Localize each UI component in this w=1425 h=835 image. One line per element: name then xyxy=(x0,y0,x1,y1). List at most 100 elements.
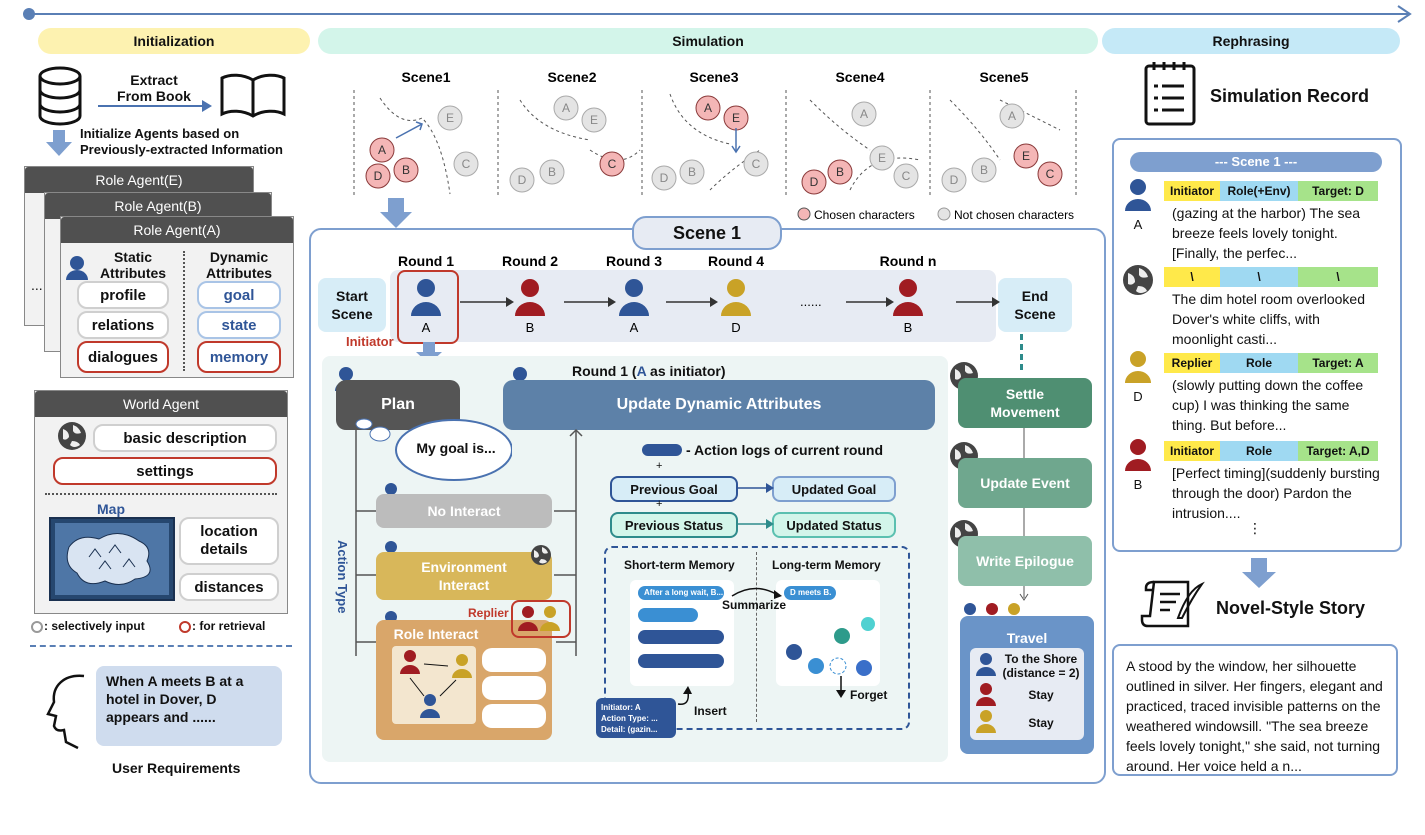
log-line: Initiator: A xyxy=(601,703,641,712)
character-node xyxy=(941,167,967,193)
round-character: D xyxy=(731,320,740,335)
action-type-label: Action Type xyxy=(335,540,350,614)
environment-interact-box: Environment Interact xyxy=(376,552,552,600)
update-arrows xyxy=(736,483,774,529)
round-label: Round 4 xyxy=(708,253,764,269)
character-node xyxy=(1013,143,1039,169)
world-connector xyxy=(1019,428,1029,601)
round-character: B xyxy=(904,320,913,335)
person-icon: B xyxy=(1122,438,1154,492)
round-person-body xyxy=(893,302,923,316)
round-character: A xyxy=(630,320,639,335)
round-character: B xyxy=(526,320,535,335)
settings-pill: settings xyxy=(53,457,277,485)
character-node xyxy=(651,165,677,191)
round-character: A xyxy=(422,320,431,335)
scroll-quill-icon xyxy=(1140,580,1205,628)
record-text: The dim hotel room overlooked Dover's wh… xyxy=(1172,291,1365,347)
round-label: Round 1 xyxy=(398,253,454,269)
user-requirements-label: User Requirements xyxy=(112,760,241,776)
record-text: (gazing at the harbor) The sea breeze fe… xyxy=(1172,205,1361,261)
round-arrowhead xyxy=(710,297,718,307)
character-node-label: D xyxy=(950,173,959,187)
action-logs-label: - Action logs of current round xyxy=(686,442,884,458)
character-node xyxy=(801,169,827,195)
update-event-box: Update Event xyxy=(958,458,1092,508)
ltm-entry: D meets B. xyxy=(784,586,836,600)
no-interact-box: No Interact xyxy=(376,494,552,528)
globe-icon xyxy=(531,545,551,565)
scene-label: Scene5 xyxy=(979,69,1028,85)
person-icon: D xyxy=(1122,350,1154,404)
character-node xyxy=(581,107,607,133)
character-node-label: B xyxy=(548,165,556,179)
round-ellipsis: ...... xyxy=(800,294,822,309)
character-node xyxy=(893,163,919,189)
map-image xyxy=(49,517,175,601)
character-node-label: E xyxy=(446,111,454,125)
stm-bar xyxy=(638,654,724,668)
round-label: Round 2 xyxy=(502,253,558,269)
character-node xyxy=(553,95,579,121)
character-node xyxy=(509,167,535,193)
person-icon xyxy=(66,256,88,280)
character-node-label: A xyxy=(860,107,868,121)
record-text: (slowly putting down the coffee cup) I w… xyxy=(1172,377,1364,433)
round1-title: Round 1 (A as initiator) xyxy=(572,363,726,379)
round-label: Round 3 xyxy=(606,253,662,269)
record-tag: \ xyxy=(1164,267,1220,287)
forget-arrow xyxy=(836,676,846,698)
record-who: B xyxy=(1133,477,1143,492)
character-node-label: E xyxy=(878,151,886,165)
globe-icon xyxy=(1122,264,1154,318)
memory-panel xyxy=(604,546,910,730)
memory-pill: memory xyxy=(197,341,281,373)
scene-label: Scene1 xyxy=(401,69,450,85)
plus: + xyxy=(656,460,663,472)
long-term-memory-card: D meets B. xyxy=(776,580,880,686)
summarize-arrow xyxy=(731,587,782,599)
travel-stay: Stay xyxy=(1028,716,1054,730)
summarize-label: Summarize xyxy=(722,598,787,612)
character-node-label: D xyxy=(660,171,669,185)
previous-goal: Previous Goal xyxy=(610,476,738,502)
scene-label: Scene2 xyxy=(547,69,596,85)
user-head-icon xyxy=(46,674,85,750)
long-term-memory-label: Long-term Memory xyxy=(772,558,881,572)
ellipsis: ... xyxy=(31,277,43,293)
character-node xyxy=(695,95,721,121)
gray-circle-icon xyxy=(31,621,43,633)
record-tag: Target: A xyxy=(1298,353,1378,373)
basic-description-pill: basic description xyxy=(93,424,277,452)
round-person-head xyxy=(899,279,917,297)
short-term-memory-card: After a long wait, B... xyxy=(630,580,734,686)
role-agent-card-a: Role Agent(A) Static Attributes Dynamic … xyxy=(60,216,294,378)
round-person-head xyxy=(625,279,643,297)
record-tag: Role xyxy=(1220,353,1298,373)
character-node xyxy=(743,151,769,177)
previous-status: Previous Status xyxy=(610,512,738,538)
character-node-label: A xyxy=(1008,109,1016,123)
timeline-arrow xyxy=(23,5,1412,23)
record-tag: Initiator xyxy=(1164,441,1220,461)
round-arrowhead xyxy=(608,297,616,307)
dashed-connector xyxy=(1020,334,1023,370)
character-node-label: D xyxy=(810,175,819,189)
dynamic-attributes-label: Dynamic Attributes xyxy=(205,249,273,281)
character-node-label: C xyxy=(752,157,761,171)
character-node-label: E xyxy=(1022,149,1030,163)
character-node-label: B xyxy=(688,165,696,179)
goal-pill: goal xyxy=(197,281,281,309)
novel-style-story-title: Novel-Style Story xyxy=(1216,598,1366,618)
round-person-body xyxy=(411,302,441,316)
extract-arrow xyxy=(98,100,212,112)
role-interact-label: Role Interact xyxy=(393,626,479,642)
plus: + xyxy=(656,498,663,510)
phase-initialization: Initialization xyxy=(38,28,310,54)
divider xyxy=(45,493,277,495)
character-node-label: B xyxy=(980,163,988,177)
character-node-label: D xyxy=(374,169,383,183)
